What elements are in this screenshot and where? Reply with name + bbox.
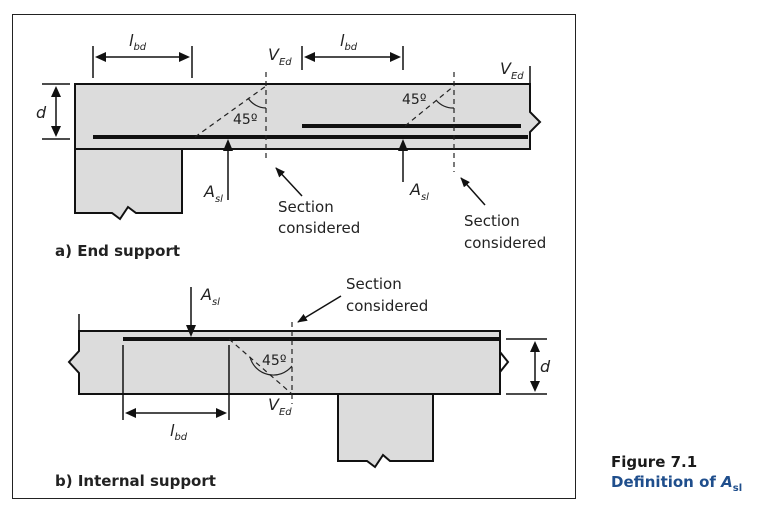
d-label-a: d	[36, 103, 47, 122]
svg-text:VEd: VEd	[268, 395, 292, 418]
svg-text:lbd: lbd	[170, 421, 188, 443]
asl-label-b: A	[200, 285, 212, 304]
section-label-a1-line2: considered	[278, 219, 360, 237]
angle-arc-a2	[435, 99, 455, 109]
section-label-b-line1: Section	[346, 275, 402, 293]
section-label-a2-line1: Section	[464, 212, 520, 230]
figure-number: Figure 7.1	[611, 453, 698, 471]
svg-text:Asl: Asl	[409, 180, 429, 203]
lbd-label-b: l	[170, 421, 175, 440]
ved-label-a2: V	[500, 59, 512, 78]
section-arrow-b	[297, 295, 342, 323]
svg-text:VEd: VEd	[500, 59, 524, 82]
internal-support-column	[337, 393, 434, 469]
panel-b-title: b) Internal support	[55, 472, 216, 490]
diagonal-45-a1	[194, 85, 267, 138]
beam-a	[74, 83, 542, 150]
svg-text:lbd: lbd	[340, 31, 358, 53]
panel-b-internal-support: Asl Section considered 45º VEd lbd d b) …	[55, 275, 551, 490]
angle-label-a1: 45º	[233, 112, 257, 128]
angle-arc-a1	[247, 97, 267, 109]
section-label-a2-line2: considered	[464, 234, 546, 252]
figure-title: Definition of Asl	[611, 473, 743, 494]
ved-label-b: V	[268, 395, 280, 414]
asl-label-a1: A	[203, 182, 215, 201]
svg-text:VEd: VEd	[268, 45, 292, 68]
figure-frame	[12, 14, 576, 499]
d-label-b: d	[540, 357, 551, 376]
figure-caption: Figure 7.1 Definition of Asl	[611, 452, 756, 499]
diagonal-45-b	[228, 338, 293, 395]
svg-text:lbd: lbd	[129, 31, 147, 53]
section-arrow-a2	[460, 177, 486, 206]
lbd-label-a1: l	[129, 31, 134, 50]
diagonal-45-a2	[404, 85, 455, 127]
svg-text:Asl: Asl	[203, 182, 223, 205]
panel-a-title: a) End support	[55, 242, 180, 260]
ved-label-a1: V	[268, 45, 280, 64]
angle-label-a2: 45º	[402, 92, 426, 108]
lbd-label-a2: l	[340, 31, 345, 50]
asl-label-a2: A	[409, 180, 421, 199]
section-label-a1-line1: Section	[278, 198, 334, 216]
section-arrow-a1	[275, 167, 303, 197]
angle-label-b: 45º	[262, 353, 286, 369]
panel-a-end-support: lbd lbd VEd VEd d 45º 45º Asl Asl Sectio…	[36, 31, 546, 260]
section-label-b-line2: considered	[346, 297, 428, 315]
end-support-column	[74, 148, 183, 221]
svg-text:Asl: Asl	[200, 285, 220, 308]
angle-arc-b	[249, 356, 293, 376]
